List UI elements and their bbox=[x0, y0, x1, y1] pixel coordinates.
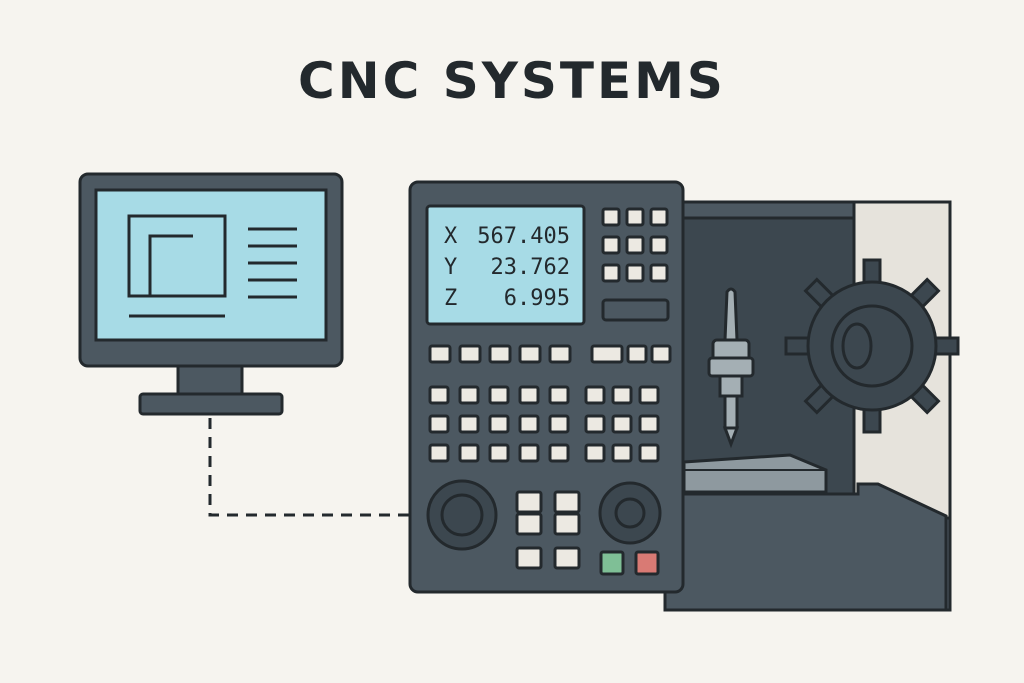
spindle-override-knob[interactable] bbox=[598, 481, 662, 545]
jog-key[interactable] bbox=[515, 512, 543, 536]
tool-turret-icon bbox=[784, 258, 960, 434]
softkey[interactable] bbox=[601, 263, 621, 283]
keypad-key[interactable] bbox=[548, 443, 570, 463]
readout-y-value: 23.762 bbox=[491, 255, 570, 280]
function-key-row bbox=[428, 344, 672, 364]
keypad-grid bbox=[428, 385, 660, 463]
keypad-key[interactable] bbox=[548, 414, 570, 434]
dashed-cable bbox=[208, 418, 410, 517]
computer-monitor-icon bbox=[78, 172, 344, 416]
softkey-grid bbox=[601, 207, 669, 283]
jog-key[interactable] bbox=[515, 490, 543, 514]
cnc-control-panel: X 567.405 Y 23.762 Z 6.995 bbox=[408, 180, 685, 594]
function-key[interactable] bbox=[458, 344, 482, 364]
wide-key[interactable] bbox=[601, 298, 670, 322]
softkey[interactable] bbox=[625, 235, 645, 255]
keypad-key[interactable] bbox=[518, 414, 540, 434]
keypad-key[interactable] bbox=[584, 385, 606, 405]
softkey[interactable] bbox=[601, 235, 621, 255]
keypad-key[interactable] bbox=[638, 443, 660, 463]
keypad-key[interactable] bbox=[458, 414, 480, 434]
keypad-key[interactable] bbox=[584, 443, 606, 463]
softkey[interactable] bbox=[625, 263, 645, 283]
function-key[interactable] bbox=[650, 344, 672, 364]
jog-key-grid bbox=[515, 490, 581, 570]
keypad-key[interactable] bbox=[638, 414, 660, 434]
function-key[interactable] bbox=[590, 344, 624, 364]
cycle-start-button[interactable] bbox=[599, 550, 625, 576]
keypad-key[interactable] bbox=[428, 414, 450, 434]
keypad-key[interactable] bbox=[518, 443, 540, 463]
softkey[interactable] bbox=[601, 207, 621, 227]
readout-x-value: 567.405 bbox=[477, 224, 570, 249]
keypad-key[interactable] bbox=[458, 385, 480, 405]
keypad-key[interactable] bbox=[428, 443, 450, 463]
keypad-key[interactable] bbox=[428, 385, 450, 405]
jog-key[interactable] bbox=[553, 490, 581, 514]
keypad-key[interactable] bbox=[518, 385, 540, 405]
cutting-tool-icon bbox=[707, 287, 755, 449]
cnc-lathe-machine bbox=[663, 200, 960, 612]
jog-key[interactable] bbox=[515, 546, 543, 570]
softkey[interactable] bbox=[649, 207, 669, 227]
softkey[interactable] bbox=[649, 263, 669, 283]
function-key[interactable] bbox=[488, 344, 512, 364]
keypad-key[interactable] bbox=[458, 443, 480, 463]
readout-z-axis: Z bbox=[444, 286, 457, 311]
feed-override-knob[interactable] bbox=[426, 479, 498, 551]
jog-key[interactable] bbox=[553, 546, 581, 570]
keypad-key[interactable] bbox=[611, 414, 633, 434]
jog-key[interactable] bbox=[553, 512, 581, 536]
readout-y-axis: Y bbox=[444, 255, 457, 280]
function-key[interactable] bbox=[428, 344, 452, 364]
keypad-key[interactable] bbox=[611, 443, 633, 463]
softkey[interactable] bbox=[649, 235, 669, 255]
softkey[interactable] bbox=[625, 207, 645, 227]
function-key[interactable] bbox=[518, 344, 542, 364]
keypad-key[interactable] bbox=[488, 385, 510, 405]
keypad-key[interactable] bbox=[638, 385, 660, 405]
function-key[interactable] bbox=[548, 344, 572, 364]
keypad-key[interactable] bbox=[488, 443, 510, 463]
keypad-key[interactable] bbox=[488, 414, 510, 434]
cycle-stop-button[interactable] bbox=[634, 550, 660, 576]
keypad-key[interactable] bbox=[584, 414, 606, 434]
page-title: CNC SYSTEMS bbox=[298, 52, 726, 110]
readout-z-value: 6.995 bbox=[504, 286, 570, 311]
position-readout-screen bbox=[425, 204, 586, 326]
keypad-key[interactable] bbox=[611, 385, 633, 405]
readout-x-axis: X bbox=[444, 224, 458, 249]
keypad-key[interactable] bbox=[548, 385, 570, 405]
function-key[interactable] bbox=[626, 344, 648, 364]
